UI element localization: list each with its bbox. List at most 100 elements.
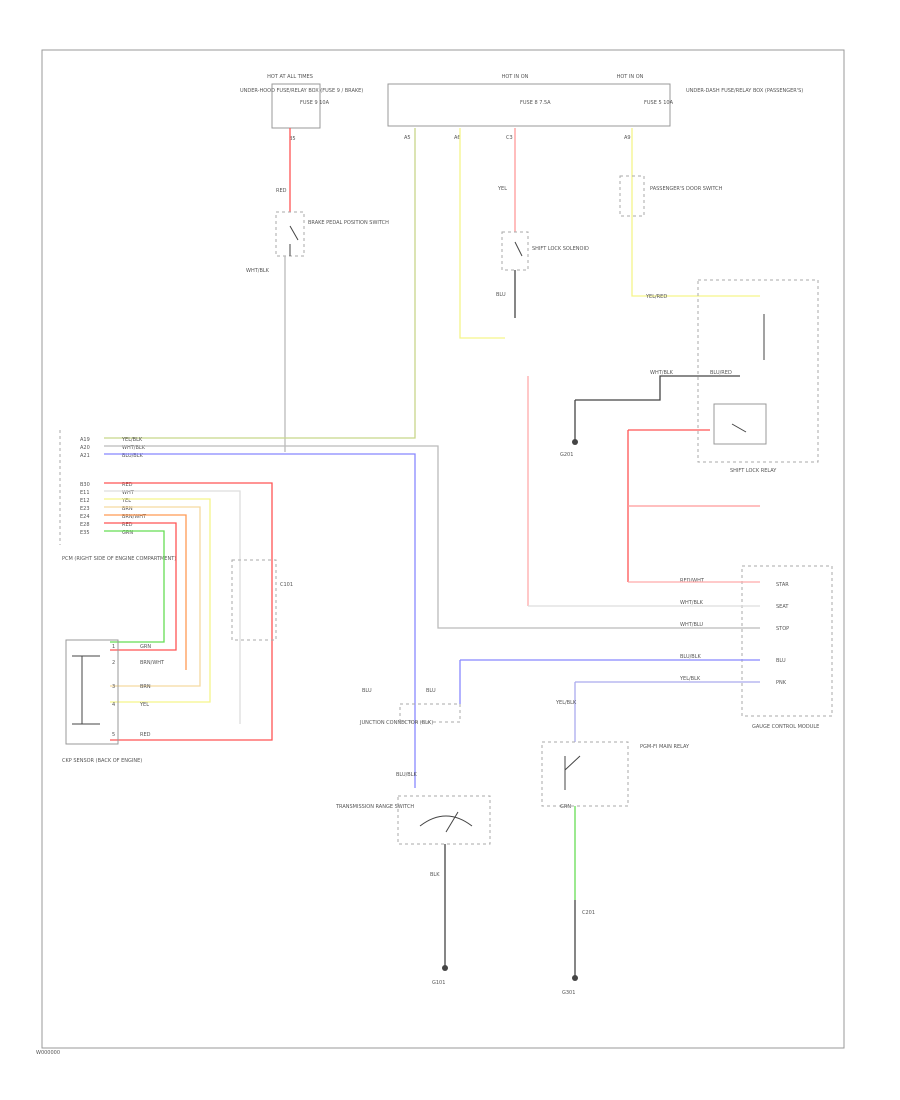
gauge-pin-1: STAR	[776, 582, 789, 588]
ckp-wire-2: BRN/WHT	[140, 660, 165, 666]
fuse-top-left-box	[271, 83, 321, 129]
pgm-fi: YEL/BLK PGM-FI MAIN RELAY GRN	[541, 682, 690, 976]
ground-right-label: G301	[562, 990, 575, 996]
fuse-top-right-label: UNDER-DASH FUSE/RELAY BOX (PASSENGER'S)	[686, 88, 803, 94]
brake-switch-label: BRAKE PEDAL POSITION SWITCH	[308, 220, 389, 226]
wire-black-ground	[575, 375, 740, 401]
ground-left-symbol	[442, 965, 448, 971]
pcm-wire-3: BLU/BLK	[122, 453, 144, 459]
wire-blu-blk-a21	[104, 453, 416, 788]
pcm-pin-a20: A20	[80, 445, 90, 451]
pcm-pin-b30: B30	[80, 482, 90, 488]
fuse-top-right-pin: A9	[624, 135, 631, 141]
pcm-wire-7: BRN	[122, 506, 133, 512]
ground-right-symbol	[572, 975, 578, 981]
wire-yel-a9	[631, 128, 760, 297]
pcm-pin-e11: E11	[80, 490, 90, 496]
tps-gauge	[419, 811, 473, 833]
fuse-top-mid-title: HOT IN ON	[502, 74, 529, 80]
gauge-box-body	[741, 565, 833, 717]
ground-mid: G201	[560, 400, 578, 458]
ckp-sensor-label: CKP SENSOR (BACK OF ENGINE)	[62, 758, 142, 764]
junction-connector-label: JUNCTION CONNECTOR (BLK)	[359, 720, 433, 726]
ckp-wire-5: RED	[140, 732, 151, 738]
tps-wire-out: BLK	[430, 872, 440, 878]
fuse-top-mid-fuse: FUSE 8 7.5A	[520, 100, 551, 106]
ckp-sensor-element	[72, 655, 100, 725]
junction-wire-1: BLU	[362, 688, 372, 694]
tps-box	[397, 795, 491, 845]
relay-right: SHIFT LOCK RELAY BLU/RED WHT/BLK	[527, 279, 819, 606]
passenger-switch-wire: YEL/RED	[645, 294, 667, 300]
pcm-pin-a19: A19	[80, 437, 90, 443]
gauge-pin-5: PNK	[776, 680, 787, 686]
pcm-wire-4: RED	[122, 482, 133, 488]
pcm-pins: A19 A20 A21 B30 E11 E12 E23 E24 E28 E35	[80, 437, 90, 536]
gauge-pin-4: BLU	[776, 658, 786, 664]
ckp-sensor: 1 2 3 4 5 GRN BRN/WHT BRN YEL RED CKP SE…	[62, 639, 165, 764]
fuse-top-right-title: HOT IN ON	[617, 74, 644, 80]
fuse-top-mid: HOT IN ON FUSE 8 7.5A A5 A6 C3	[387, 74, 671, 141]
ground-left-label: G101	[432, 980, 445, 986]
pcm-wire-9: RED	[122, 522, 133, 528]
wire-wht-e11	[104, 490, 241, 724]
wire-yel-e12	[104, 498, 211, 703]
pcm-wire-6: YEL	[121, 498, 131, 504]
fuse-top-right: HOT IN ON FUSE 5 10A UNDER-DASH FUSE/REL…	[617, 74, 804, 141]
brake-switch-wire-out: WHT/BLK	[246, 268, 270, 274]
wire-grn-e35	[104, 530, 165, 643]
ckp-pin-5: 5	[112, 732, 115, 738]
gauge-wire-2: WHT/BLK	[680, 600, 704, 606]
fuse-top-mid-pin-3: C3	[506, 135, 513, 141]
ckp-wire-4: YEL	[139, 702, 149, 708]
ckp-pin-1: 1	[112, 644, 115, 650]
pcm-pin-e23: E23	[80, 506, 90, 512]
junction-connector-box	[399, 703, 461, 723]
ckp-wire-1: GRN	[140, 644, 151, 650]
ground-right: G301	[562, 975, 578, 996]
connector-left-box	[231, 559, 277, 641]
pcm-wire-2: WHT/BLK	[122, 445, 146, 451]
tps-label: TRANSMISSION RANGE SWITCH	[335, 804, 414, 810]
pgm-fi-box	[541, 741, 629, 807]
ckp-wire-3: BRN	[140, 684, 151, 690]
pcm-wire-1: YEL/BLK	[121, 437, 143, 443]
gauge-wire-5: YEL/BLK	[679, 676, 701, 682]
relay-right-switch	[713, 403, 767, 445]
shift-lock-label: SHIFT LOCK SOLENOID	[532, 246, 589, 252]
fuse-top-left: HOT AT ALL TIMES FUSE 9 10A UNDER-HOOD F…	[240, 74, 363, 142]
pcm-wire-labels: YEL/BLK WHT/BLK BLU/BLK RED WHT YEL BRN …	[121, 437, 147, 536]
pcm-pin-e12: E12	[80, 498, 90, 504]
junction-connector: JUNCTION CONNECTOR (BLK) BLU BLU	[359, 660, 461, 726]
wire-wht-blk-a20	[104, 445, 760, 629]
brake-switch-contact	[289, 225, 299, 256]
pcm-wire-8: BRN/WHT	[122, 514, 147, 520]
pcm-wire-10: GRN	[122, 530, 133, 536]
junction-wire-2: BLU	[426, 688, 436, 694]
tps-wire-in: BLU/BLK	[396, 772, 418, 778]
wire-red-e28	[104, 522, 177, 651]
page-border	[41, 49, 845, 1049]
pcm-pin-e24: E24	[80, 514, 90, 520]
ckp-pin-2: 2	[112, 660, 115, 666]
pcm-label: PCM (RIGHT SIDE OF ENGINE COMPARTMENT)	[62, 556, 176, 562]
passenger-switch: PASSENGER'S DOOR SWITCH YEL/RED	[619, 128, 760, 300]
fuse-top-left-title: HOT AT ALL TIMES	[267, 74, 313, 80]
ckp-pin-4: 4	[112, 702, 115, 708]
pgm-fi-wire-out: GRN	[560, 804, 571, 810]
gauge-pin-3: STOP	[776, 626, 789, 632]
pcm: PCM (RIGHT SIDE OF ENGINE COMPARTMENT) A…	[59, 430, 760, 788]
fuse-top-right-fuse: FUSE 5 10A	[644, 100, 674, 106]
relay-right-box	[697, 279, 819, 463]
fuse-top-mid-pin-2: A6	[454, 135, 461, 141]
wire-brn-wht-e24	[104, 514, 187, 670]
brake-switch-wire-in: RED	[276, 188, 287, 194]
pcm-pin-e28: E28	[80, 522, 90, 528]
shift-lock-wire-out: BLU	[496, 292, 506, 298]
passenger-switch-body	[619, 175, 645, 217]
fuse-top-mid-pin-1: A5	[404, 135, 411, 141]
relay-right-pin-2: WHT/BLK	[650, 370, 674, 376]
shift-lock: YEL SHIFT LOCK SOLENOID BLU	[496, 128, 589, 318]
shift-lock-body	[501, 231, 529, 271]
